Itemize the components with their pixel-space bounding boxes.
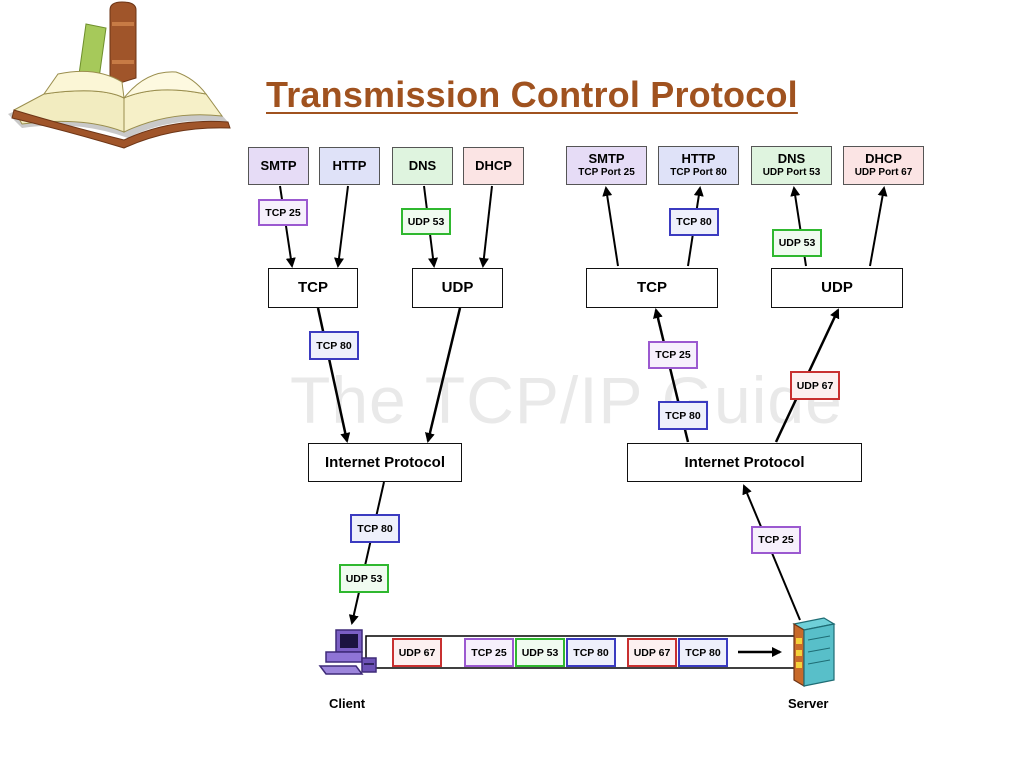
right-dhcp-label: DHCP — [865, 151, 902, 167]
right-smtp-box: SMTP TCP Port 25 — [566, 146, 647, 185]
right-dhcp-port: UDP Port 67 — [854, 167, 913, 179]
right-udp-label: UDP — [821, 279, 853, 297]
right-tag-udp-udp53: UDP 53 — [772, 229, 822, 257]
right-tag-ip-udp67: UDP 67 — [790, 371, 840, 400]
right-dhcp-box: DHCP UDP Port 67 — [843, 146, 924, 185]
packet: TCP 25 — [464, 638, 514, 667]
right-http-box: HTTP TCP Port 80 — [658, 146, 739, 185]
left-tag-smtp-tcp25: TCP 25 — [258, 199, 308, 226]
left-dhcp-label: DHCP — [475, 157, 512, 173]
book-icon — [8, 1, 231, 149]
packet: UDP 53 — [515, 638, 565, 667]
watermark: The TCP/IP Guide — [290, 363, 843, 437]
right-smtp-label: SMTP — [588, 151, 625, 167]
left-tag-ip-tcp80: TCP 80 — [350, 514, 400, 543]
left-udp-label: UDP — [441, 279, 474, 297]
right-dns-port: UDP Port 53 — [762, 167, 821, 179]
left-tag-dns-udp53: UDP 53 — [401, 208, 451, 235]
right-http-label: HTTP — [681, 151, 716, 167]
right-smtp-port: TCP Port 25 — [578, 167, 635, 179]
right-dns-label: DNS — [777, 151, 806, 167]
server-icon — [792, 617, 836, 688]
left-http-label: HTTP — [332, 157, 367, 173]
right-tag-ip-tcp80: TCP 80 — [658, 401, 708, 430]
packet: TCP 80 — [566, 638, 616, 667]
slide-title: Transmission Control Protocol — [266, 74, 798, 115]
right-tag-tcp-tcp80: TCP 80 — [669, 208, 719, 236]
right-tcp-label: TCP — [637, 279, 667, 297]
right-tcp-box: TCP — [586, 268, 718, 308]
left-smtp-label: SMTP — [260, 157, 297, 173]
left-smtp-box: SMTP — [248, 147, 309, 185]
left-ip-box: Internet Protocol — [308, 443, 462, 482]
right-http-port: TCP Port 80 — [670, 167, 727, 179]
left-udp-box: UDP — [412, 268, 503, 308]
left-dhcp-box: DHCP — [463, 147, 524, 185]
right-tag-ip-tcp25: TCP 25 — [648, 341, 698, 369]
left-tcp-box: TCP — [268, 268, 358, 308]
client-label: Client — [329, 696, 366, 711]
right-ip-label: Internet Protocol — [684, 453, 805, 471]
left-tag-ip-udp53: UDP 53 — [339, 564, 389, 593]
right-dns-box: DNS UDP Port 53 — [751, 146, 832, 185]
left-dns-box: DNS — [392, 147, 453, 185]
left-tag-tcp-tcp80: TCP 80 — [309, 331, 359, 360]
packet: UDP 67 — [627, 638, 677, 667]
server-label: Server — [788, 696, 829, 711]
right-udp-box: UDP — [771, 268, 903, 308]
left-dns-label: DNS — [408, 157, 437, 173]
right-tag-server-tcp25: TCP 25 — [751, 526, 801, 554]
packet: UDP 67 — [392, 638, 442, 667]
client-computer-icon — [318, 629, 377, 675]
left-tcp-label: TCP — [298, 279, 328, 297]
packet: TCP 80 — [678, 638, 728, 667]
left-ip-label: Internet Protocol — [324, 453, 445, 471]
left-http-box: HTTP — [319, 147, 380, 185]
right-ip-box: Internet Protocol — [627, 443, 862, 482]
